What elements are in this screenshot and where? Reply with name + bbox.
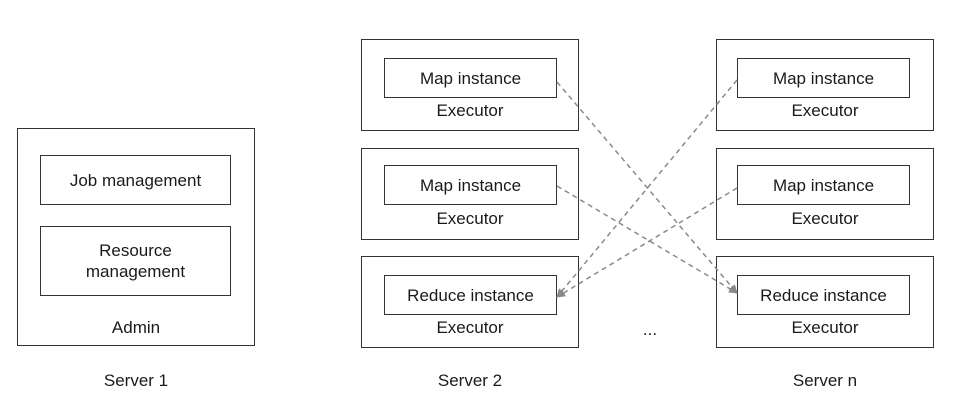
server2-executor-3-label: Executor bbox=[436, 318, 504, 337]
servern-reduce-instance: Reduce instance bbox=[737, 275, 910, 315]
servern-map-instance-1-label: Map instance bbox=[772, 68, 875, 88]
server2-reduce-instance-label: Reduce instance bbox=[407, 285, 534, 305]
servern-map-instance-1: Map instance bbox=[737, 58, 910, 98]
servern-map-instance-2-label: Map instance bbox=[772, 175, 875, 195]
resource-management-label-line1: Resource bbox=[99, 241, 172, 260]
server2-reduce-instance: Reduce instance bbox=[384, 275, 557, 315]
resource-management-box: Resource management bbox=[40, 226, 231, 296]
admin-label: Admin bbox=[111, 318, 161, 337]
resource-management-label-line2: management bbox=[85, 262, 186, 281]
server2-executor-1-label: Executor bbox=[436, 101, 504, 120]
servern-reduce-instance-label: Reduce instance bbox=[760, 285, 887, 305]
ellipsis: ... bbox=[642, 320, 658, 339]
server2-map-instance-1: Map instance bbox=[384, 58, 557, 98]
servern-executor-3-label: Executor bbox=[791, 318, 859, 337]
servern-executor-1-label: Executor bbox=[791, 101, 859, 120]
server2-map-instance-2-label: Map instance bbox=[419, 175, 522, 195]
job-management-box: Job management bbox=[40, 155, 231, 205]
arrow-snmap2-to-s2reduce bbox=[556, 187, 738, 298]
server2-executor-2-label: Executor bbox=[436, 209, 504, 228]
servern-executor-2-label: Executor bbox=[791, 209, 859, 228]
servern-map-instance-2: Map instance bbox=[737, 165, 910, 205]
server2-map-instance-2: Map instance bbox=[384, 165, 557, 205]
server2-map-instance-1-label: Map instance bbox=[419, 68, 522, 88]
server-n-caption: Server n bbox=[792, 371, 858, 390]
arrow-snmap1-to-s2reduce bbox=[556, 79, 738, 298]
server-1-caption: Server 1 bbox=[103, 371, 169, 390]
server-2-caption: Server 2 bbox=[437, 371, 503, 390]
job-management-label: Job management bbox=[69, 170, 202, 190]
arrow-s2map1-to-snreduce bbox=[556, 81, 738, 294]
arrow-s2map2-to-snreduce bbox=[556, 185, 738, 294]
